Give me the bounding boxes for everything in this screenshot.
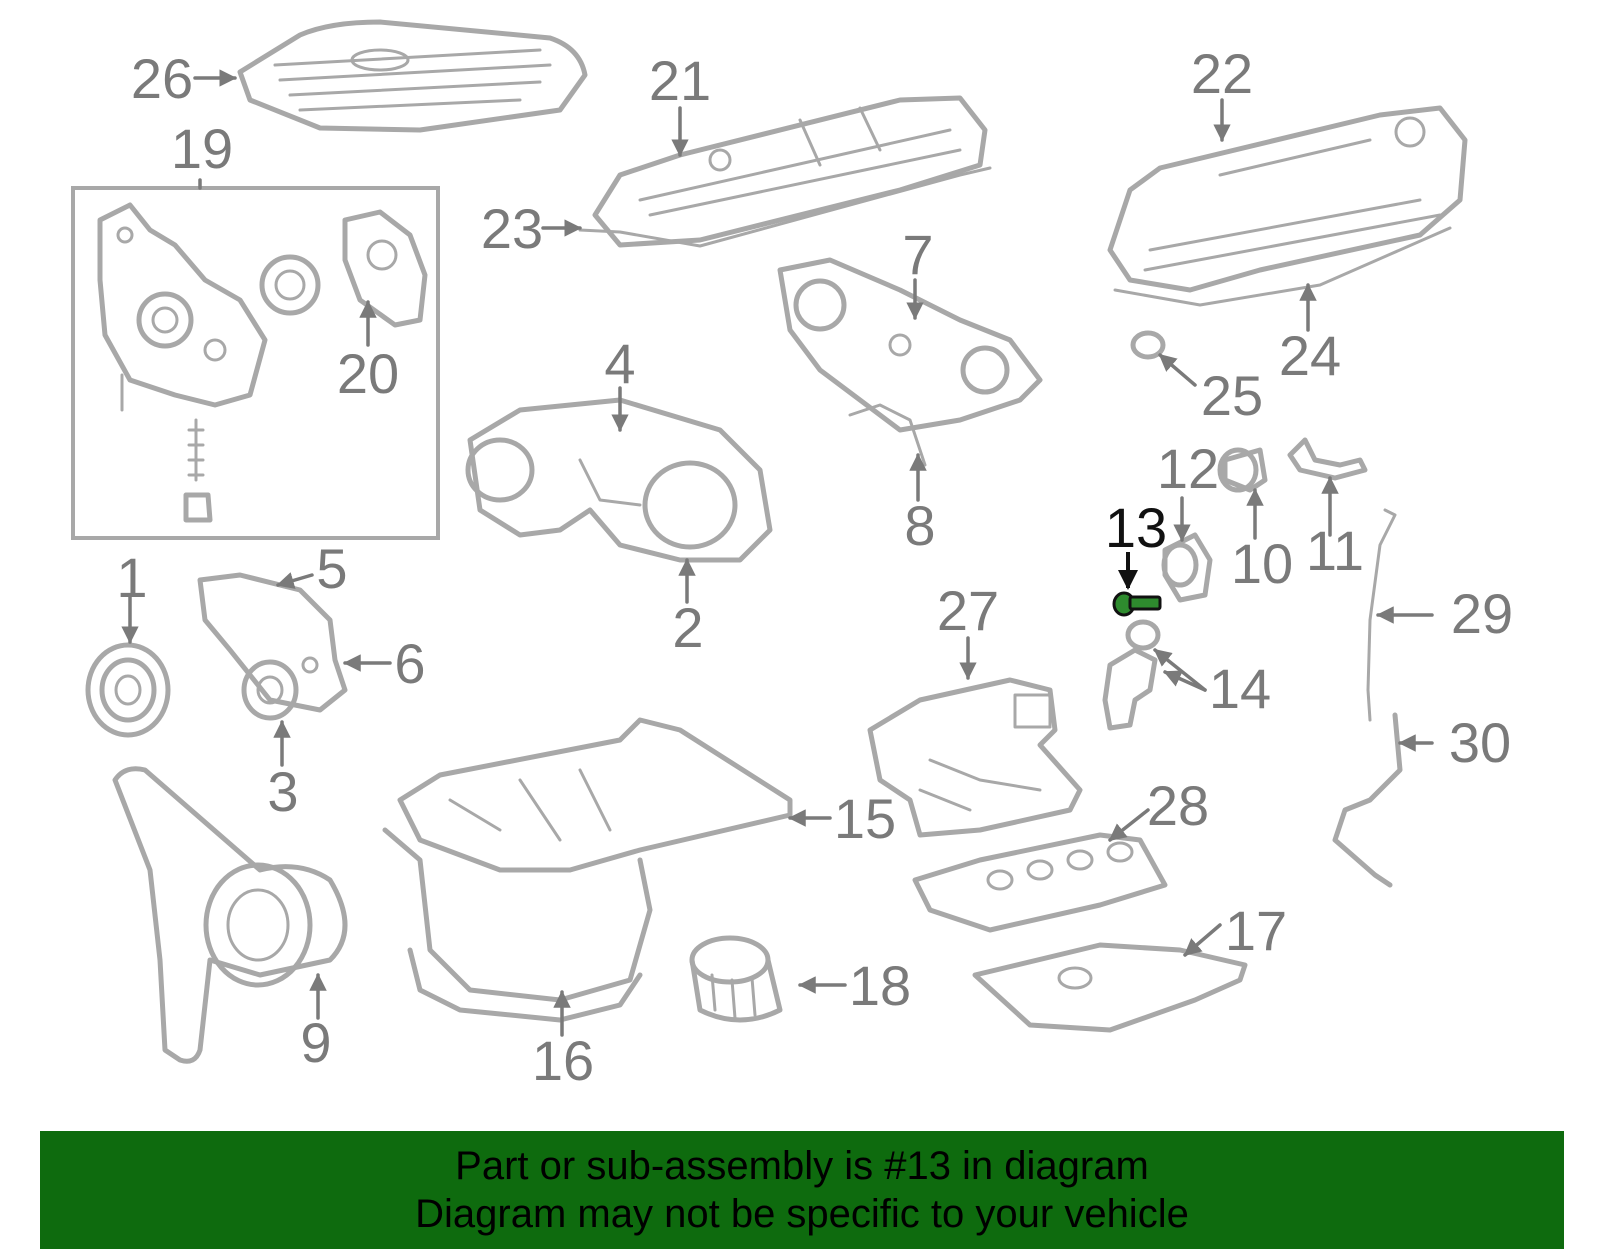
callout-15: 15 xyxy=(834,787,896,850)
intake-manifold-part xyxy=(912,832,1168,933)
idler-pulley-part xyxy=(1217,447,1268,493)
callout-29: 29 xyxy=(1451,582,1513,645)
dipstick-tube-part xyxy=(1332,712,1403,888)
callout-23: 23 xyxy=(481,197,543,260)
callout-18: 18 xyxy=(849,954,911,1017)
banner-line-disclaimer: Diagram may not be specific to your vehi… xyxy=(415,1192,1189,1236)
callout-5: 5 xyxy=(316,537,347,600)
valve-cover-gasket-left-part xyxy=(578,166,992,248)
water-inlet-part xyxy=(1102,619,1161,731)
callout-12: 12 xyxy=(1157,437,1219,500)
callout-20: 20 xyxy=(337,342,399,405)
callout-1: 1 xyxy=(116,546,147,609)
callout-3: 3 xyxy=(267,760,298,823)
bracket-part xyxy=(1287,437,1368,481)
callout-25: 25 xyxy=(1201,364,1263,427)
timing-tensioner-pulley-part xyxy=(1161,532,1213,603)
crankshaft-pulley-part xyxy=(85,642,171,738)
callout-21: 21 xyxy=(649,49,711,112)
callout-8: 8 xyxy=(904,494,935,557)
grommet-part xyxy=(1130,330,1166,360)
engine-under-cover-part xyxy=(972,942,1248,1033)
callout-17: 17 xyxy=(1225,899,1287,962)
callout-22: 22 xyxy=(1191,42,1253,105)
callout-28: 28 xyxy=(1147,774,1209,837)
oil-pump-group-box xyxy=(71,178,440,540)
callout-13-highlighted: 13 xyxy=(1105,496,1167,559)
callout-7: 7 xyxy=(902,223,933,286)
valve-cover-gasket-right-part xyxy=(1113,226,1452,307)
intake-plenum-part xyxy=(867,677,1083,838)
callout-19: 19 xyxy=(171,117,233,180)
callout-6: 6 xyxy=(394,632,425,695)
callout-16: 16 xyxy=(532,1029,594,1092)
callout-10: 10 xyxy=(1231,532,1293,595)
callout-4: 4 xyxy=(604,332,635,395)
callout-9: 9 xyxy=(300,1011,331,1074)
highlighted-bolt-part xyxy=(1112,591,1162,617)
timing-belt-part xyxy=(112,766,348,1064)
dipstick-part xyxy=(1366,508,1397,722)
engine-cover-part xyxy=(237,19,588,133)
oil-filter-part xyxy=(689,935,783,1023)
callout-27: 27 xyxy=(937,579,999,642)
callout-14: 14 xyxy=(1209,657,1271,720)
banner-line-part-number: Part or sub-assembly is #13 in diagram xyxy=(455,1144,1149,1188)
timing-belt-cover-part xyxy=(465,397,773,563)
info-banner: Part or sub-assembly is #13 in diagram D… xyxy=(40,1131,1564,1249)
oil-pan-part xyxy=(382,717,793,1023)
callout-11: 11 xyxy=(1306,519,1364,582)
callout-24: 24 xyxy=(1279,324,1341,387)
valve-cover-right-part xyxy=(1107,105,1468,293)
callout-26: 26 xyxy=(131,47,193,110)
callout-labels: 1 2 3 4 5 6 7 8 9 10 11 12 13 14 15 16 1… xyxy=(116,42,1513,1092)
callout-30: 30 xyxy=(1449,711,1511,774)
callout-2: 2 xyxy=(672,596,703,659)
callout-leaders xyxy=(121,69,1434,1037)
rear-timing-cover-part xyxy=(777,257,1043,467)
